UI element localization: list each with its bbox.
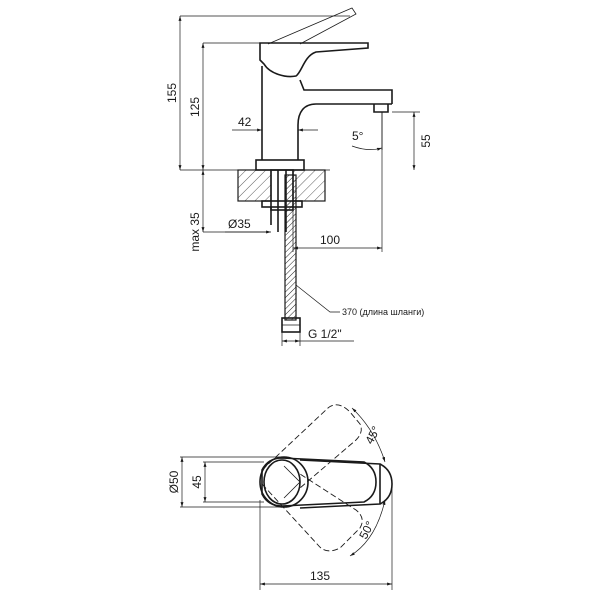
dimension-spout-height: 55 5° xyxy=(351,111,433,170)
dimension-height-total: 155 xyxy=(165,15,350,170)
dimension-height-body: 125 xyxy=(188,42,262,170)
dimension-label-5deg: 5° xyxy=(352,129,364,143)
countertop-section-left xyxy=(237,169,272,202)
side-view: 155 125 xyxy=(165,7,433,346)
angle-label-50: 50° xyxy=(356,519,377,542)
dimension-thread: G 1/2" xyxy=(281,327,354,346)
dimension-label-100: 100 xyxy=(320,233,340,247)
dimension-label-135: 135 xyxy=(310,569,330,583)
handle-knob xyxy=(263,459,301,505)
countertop-section-right xyxy=(292,169,326,202)
handle-rotated-lower xyxy=(261,473,363,552)
dimension-body-width: 42 xyxy=(232,115,318,132)
top-view: 45° 50° Ø50 45 135 xyxy=(167,404,393,590)
base-plate xyxy=(255,159,305,171)
mounting-nut xyxy=(261,200,303,208)
handle-lever xyxy=(259,42,369,78)
hose xyxy=(284,174,297,321)
dimension-mount-and-reach: Ø35 100 xyxy=(225,112,383,252)
spout-top xyxy=(299,459,393,509)
dimension-base-diameter: Ø50 xyxy=(167,456,284,508)
handle-rotated-upper xyxy=(261,404,362,489)
dimension-total-length: 135 xyxy=(259,484,393,590)
aerator xyxy=(373,104,389,113)
dimension-label-42: 42 xyxy=(238,115,252,129)
dimension-label-d50: Ø50 xyxy=(167,470,181,493)
spout xyxy=(299,79,393,104)
dimension-label-45: 45 xyxy=(190,475,204,489)
dimension-label-thread: G 1/2" xyxy=(308,327,342,341)
dimension-hose-length: 370 (длина шланги) xyxy=(295,284,424,317)
dimension-label-d35: Ø35 xyxy=(228,217,251,231)
angle-label-45: 45° xyxy=(362,424,383,447)
dimension-label-max35: max 35 xyxy=(188,212,202,252)
handle-raised-outline xyxy=(267,7,357,45)
dimension-label-155: 155 xyxy=(165,83,179,103)
dimension-base-width: 45 xyxy=(190,461,264,503)
angle-arc-lower xyxy=(349,499,386,557)
angle-arc-upper xyxy=(351,407,386,463)
faucet-body xyxy=(261,66,392,160)
dimension-label-125: 125 xyxy=(188,97,202,117)
dimension-label-55: 55 xyxy=(419,134,433,148)
handle-top xyxy=(261,457,377,507)
dimension-label-hose: 370 (длина шланги) xyxy=(342,307,424,317)
